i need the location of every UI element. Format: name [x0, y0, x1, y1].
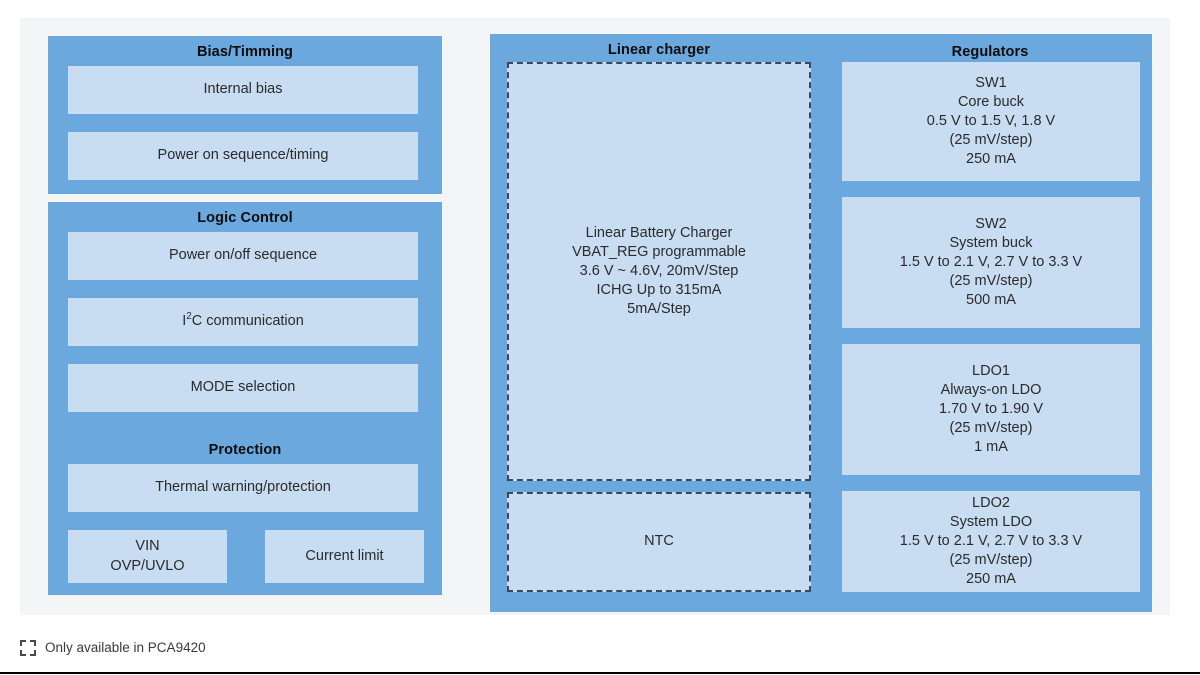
block-label: LDO1 Always-on LDO 1.70 V to 1.90 V (25 …: [939, 362, 1043, 456]
group-title-protection: Protection: [208, 442, 282, 458]
block-thermal-warning-protection: Thermal warning/protection: [68, 464, 418, 512]
group-title-logic-control: Logic Control: [197, 210, 293, 226]
group-bias-timming: Bias/Timming Internal bias Power on sequ…: [48, 36, 442, 194]
block-label: SW2 System buck 1.5 V to 2.1 V, 2.7 V to…: [899, 215, 1083, 309]
group-title-regulators: Regulators: [951, 44, 1029, 60]
block-sw2: SW2 System buck 1.5 V to 2.1 V, 2.7 V to…: [842, 197, 1140, 328]
block-ldo1: LDO1 Always-on LDO 1.70 V to 1.90 V (25 …: [842, 344, 1140, 475]
block-label: Thermal warning/protection: [155, 479, 331, 496]
block-internal-bias: Internal bias: [68, 66, 418, 114]
block-ldo2: LDO2 System LDO 1.5 V to 2.1 V, 2.7 V to…: [842, 491, 1140, 592]
legend-label: Only available in PCA9420: [45, 640, 206, 656]
block-label: Power on/off sequence: [168, 247, 318, 264]
group-title-bias-timming: Bias/Timming: [196, 44, 293, 60]
block-label: NTC: [644, 533, 674, 550]
block-mode-selection: MODE selection: [68, 364, 418, 412]
block-label: LDO2 System LDO 1.5 V to 2.1 V, 2.7 V to…: [899, 494, 1083, 588]
legend: Only available in PCA9420: [20, 640, 206, 656]
group-charger-regulators-body: Linear charger Regulators Linear Battery…: [490, 34, 1152, 612]
block-power-on-off-sequence: Power on/off sequence: [68, 232, 418, 280]
block-label: VIN OVP/UVLO: [110, 538, 185, 574]
block-vin-ovp-uvlo: VIN OVP/UVLO: [68, 530, 227, 583]
block-linear-battery-charger: Linear Battery Charger VBAT_REG programm…: [507, 62, 811, 481]
diagram-canvas: Bias/Timming Internal bias Power on sequ…: [20, 18, 1170, 615]
group-protection: Protection Thermal warning/protection VI…: [48, 434, 442, 595]
block-i2c-communication: I2C communication: [68, 298, 418, 346]
block-current-limit: Current limit: [265, 530, 424, 583]
block-label: Current limit: [305, 547, 384, 564]
bottom-divider: [0, 672, 1200, 674]
block-label: Linear Battery Charger VBAT_REG programm…: [572, 224, 746, 318]
block-ntc: NTC: [507, 492, 811, 592]
block-sw1: SW1 Core buck 0.5 V to 1.5 V, 1.8 V (25 …: [842, 62, 1140, 181]
block-label: Power on sequence/timing: [157, 147, 329, 164]
group-title-linear-charger: Linear charger: [607, 42, 711, 58]
block-label: MODE selection: [190, 379, 296, 396]
group-logic-control: Logic Control Power on/off sequence I2C …: [48, 202, 442, 435]
dashed-square-icon: [20, 640, 36, 656]
block-label: SW1 Core buck 0.5 V to 1.5 V, 1.8 V (25 …: [926, 74, 1056, 168]
block-power-on-sequence-timing: Power on sequence/timing: [68, 132, 418, 180]
block-label: Internal bias: [203, 81, 283, 98]
block-label: I2C communication: [182, 311, 304, 330]
